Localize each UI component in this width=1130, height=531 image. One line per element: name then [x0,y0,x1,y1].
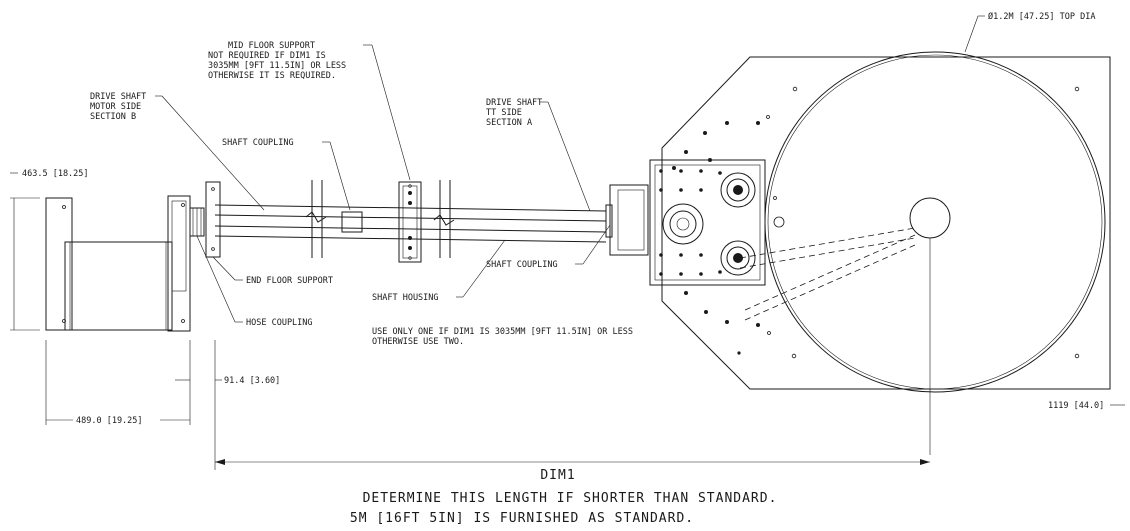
motor-assembly [45,181,221,332]
label-mid-floor-support-3: 3035MM [9FT 11.5IN] OR LESS [208,61,346,71]
end-floor-support [205,181,221,258]
note-use-only-one-2: OTHERWISE USE TWO. [372,337,464,347]
dim1-label: DIM1 [540,468,575,483]
turntable-assembly [605,51,1111,455]
turntable-base-plate [661,56,1111,390]
label-shaft-coupling-right: SHAFT COUPLING [486,260,558,270]
label-mid-floor-support-2: NOT REQUIRED IF DIM1 IS [208,51,326,61]
note-use-only-one-1: USE ONLY ONE IF DIM1 IS 3035MM [9FT 11.5… [372,327,633,337]
pulley-upper [720,172,756,208]
leader-lines [155,15,985,323]
label-drive-shaft-motor-3: SECTION B [90,112,136,122]
label-mid-floor-support-4: OTHERWISE IT IS REQUIRED. [208,71,336,81]
dim-width-turntable: 1119 [44.0] [1048,401,1104,411]
label-shaft-housing: SHAFT HOUSING [372,293,439,303]
gearbox-housing [649,159,766,286]
label-drive-shaft-tt-3: SECTION A [486,118,532,128]
label-drive-shaft-tt-1: DRIVE SHAFT [486,98,542,108]
motor-mount-plate [45,197,73,331]
pulley-lower [720,240,756,276]
dim-height-motor: 463.5 [18.25] [22,169,89,179]
drive-shaft [214,180,607,263]
dim-width-motor: 489.0 [19.25] [76,416,143,426]
dimension-lines [10,172,1125,470]
label-drive-shaft-tt-2: TT SIDE [486,108,522,118]
mid-floor-support [398,181,422,263]
turntable-top-circle [764,51,1106,393]
motor-body [64,241,173,331]
annotation-texts: Ø1.2M [47.25] TOP DIA MID FLOOR SUPPORT … [22,11,1104,526]
label-mid-floor-support-1: MID FLOOR SUPPORT [228,41,315,51]
gear-reducer [167,195,191,332]
hose-coupling [189,207,205,237]
shaft-coupling-block [341,211,363,233]
dim-offset: 91.4 [3.60] [224,376,280,386]
dim1-note-line2: 5M [16FT 5IN] IS FURNISHED AS STANDARD. [350,511,694,526]
label-drive-shaft-motor-1: DRIVE SHAFT [90,92,146,102]
turntable-center-boss [909,197,951,239]
label-hose-coupling: HOSE COUPLING [246,318,313,328]
shaft-break-right [433,180,455,258]
dim1-note-line1: DETERMINE THIS LENGTH IF SHORTER THAN ST… [363,491,778,506]
label-drive-shaft-motor-2: MOTOR SIDE [90,102,141,112]
label-top-dia: Ø1.2M [47.25] TOP DIA [988,11,1095,22]
label-shaft-coupling-top: SHAFT COUPLING [222,138,294,148]
shaft-break-left [305,180,327,258]
label-end-floor-support: END FLOOR SUPPORT [246,276,333,286]
gear-hub [662,203,704,245]
